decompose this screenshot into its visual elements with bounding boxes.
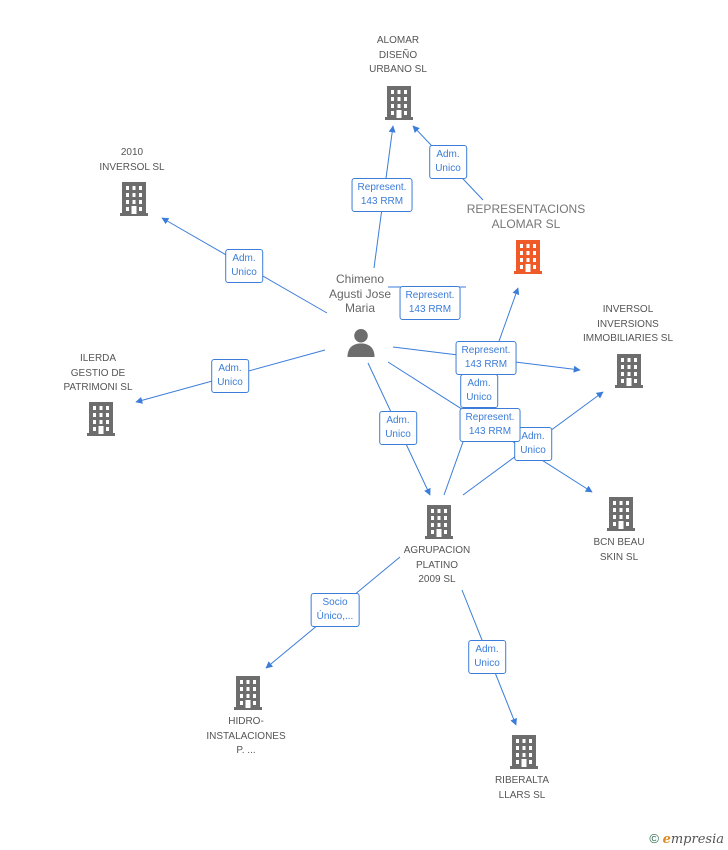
edge-label-adm-unico[interactable]: Adm. Unico [379,411,417,445]
node-label-inversol-inversions[interactable]: INVERSOL INVERSIONS IMMOBILIARIES SL [582,304,674,344]
node-label-agrupacion-platino[interactable]: AGRUPACION PLATINO 2009 SL [403,545,471,585]
building-icon[interactable] [234,676,262,710]
building-icon[interactable] [615,354,643,388]
building-icon[interactable] [385,86,413,120]
building-icon[interactable] [120,182,148,216]
brand-logo-initial: e [662,832,671,847]
copyright-icon: © [649,831,659,846]
node-label-hidro[interactable]: HIDRO- INSTALACIONES P. ... [206,716,286,756]
edge-label-adm-unico[interactable]: Adm. Unico [514,427,552,461]
brand-logo-text: mpresia [670,832,724,847]
building-icon[interactable] [510,735,538,769]
edge-label-adm-unico[interactable]: Adm. Unico [211,359,249,393]
building-icon[interactable] [607,497,635,531]
edge-label-represent[interactable]: Represent. 143 RRM [455,341,517,375]
person-icon[interactable] [347,328,375,357]
edge-label-represent[interactable]: Represent. 143 RRM [399,286,461,320]
node-label-ilerda[interactable]: ILERDA GESTIO DE PATRIMONI SL [63,353,133,393]
node-label-alomar-diseno[interactable]: ALOMAR DISEÑO URBANO SL [369,35,427,75]
node-label-chimeno[interactable]: Chimeno Agusti Jose Maria [328,272,392,315]
brand-watermark: © empresia [649,831,724,847]
edge-label-socio-unico[interactable]: Socio Único,... [310,593,360,627]
edge-label-adm-unico[interactable]: Adm. Unico [460,374,498,408]
node-label-2010-inversol[interactable]: 2010 INVERSOL SL [99,147,165,173]
node-label-bcn-beau[interactable]: BCN BEAU SKIN SL [593,537,645,563]
building-icon[interactable] [514,240,542,274]
edge-label-adm-unico[interactable]: Adm. Unico [468,640,506,674]
edge-label-represent[interactable]: Represent. 143 RRM [459,408,521,442]
node-label-riberalta[interactable]: RIBERALTA LLARS SL [494,775,550,801]
edge-label-adm-unico[interactable]: Adm. Unico [429,145,467,179]
building-icon[interactable] [87,402,115,436]
node-label-representacions-alomar[interactable]: REPRESENTACIONS ALOMAR SL [466,202,586,231]
edge-label-adm-unico[interactable]: Adm. Unico [225,249,263,283]
edge-label-represent[interactable]: Represent. 143 RRM [351,178,413,212]
building-icon[interactable] [425,505,453,539]
